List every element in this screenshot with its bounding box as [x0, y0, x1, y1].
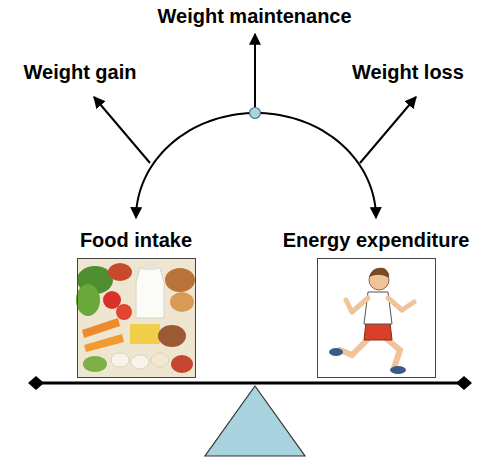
beam-end — [456, 376, 472, 390]
box-heading: Food intake — [75, 228, 198, 252]
picture-frame — [317, 258, 436, 378]
picture-box: Energy expenditure — [281, 228, 472, 378]
pivot-dot — [250, 108, 261, 119]
maintenance-arrow — [254, 34, 256, 107]
fulcrum-triangle — [205, 386, 305, 456]
runner-picture — [319, 259, 434, 377]
beam-end — [28, 376, 44, 390]
outcome-label: Weight loss — [352, 60, 464, 84]
outcome-label: Weight gain — [24, 60, 137, 84]
loss-arrow — [360, 97, 416, 163]
outcome-label: Weight maintenance — [158, 4, 352, 28]
balance-arc — [136, 113, 376, 218]
picture-box: Food intake — [75, 228, 198, 378]
picture-frame — [77, 258, 196, 378]
gain-arrow — [94, 97, 150, 163]
food-picture — [76, 259, 195, 377]
balance-beam — [40, 382, 460, 385]
box-heading: Energy expenditure — [281, 228, 472, 252]
